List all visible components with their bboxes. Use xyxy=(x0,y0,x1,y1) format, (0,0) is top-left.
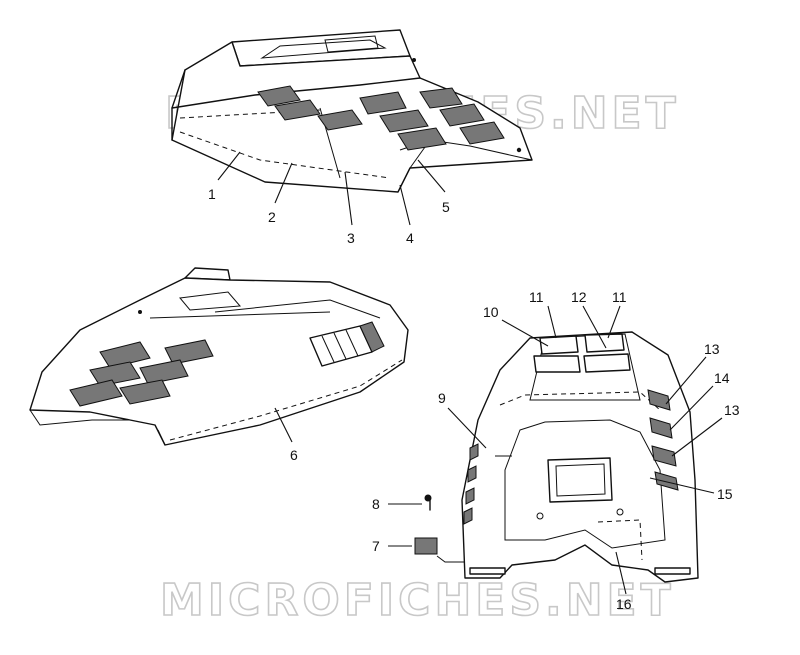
callout-6: 6 xyxy=(290,447,298,463)
callouts-bottom: 8 7 9 10 11 12 11 13 14 13 15 16 xyxy=(372,289,740,612)
callout-2: 2 xyxy=(268,209,276,225)
callout-10: 10 xyxy=(483,304,499,320)
callout-1: 1 xyxy=(208,186,216,202)
hood-underside-view xyxy=(461,331,699,583)
callout-8: 8 xyxy=(372,496,380,512)
callout-15: 15 xyxy=(717,486,733,502)
callout-3: 3 xyxy=(347,230,355,246)
callout-16: 16 xyxy=(616,596,632,612)
screw-part-8 xyxy=(424,494,432,502)
hood-side-view xyxy=(29,267,409,446)
callout-11-left: 11 xyxy=(529,289,544,305)
callout-12: 12 xyxy=(571,289,587,305)
callout-14: 14 xyxy=(714,370,730,386)
callout-13-top: 13 xyxy=(704,341,720,357)
pad-part-7 xyxy=(414,537,438,555)
callout-13-bottom: 13 xyxy=(724,402,740,418)
hood-top-view xyxy=(171,29,533,193)
callout-7: 7 xyxy=(372,538,380,554)
callout-4: 4 xyxy=(406,230,414,246)
small-parts xyxy=(414,494,465,563)
callout-9: 9 xyxy=(438,390,446,406)
callout-11-right: 11 xyxy=(612,289,627,305)
watermark-bottom: MICROFICHES.NET xyxy=(160,575,675,626)
callout-5: 5 xyxy=(442,199,450,215)
callouts-top: 1 2 3 4 5 xyxy=(208,151,450,246)
callout-6-group: 6 xyxy=(274,407,298,463)
